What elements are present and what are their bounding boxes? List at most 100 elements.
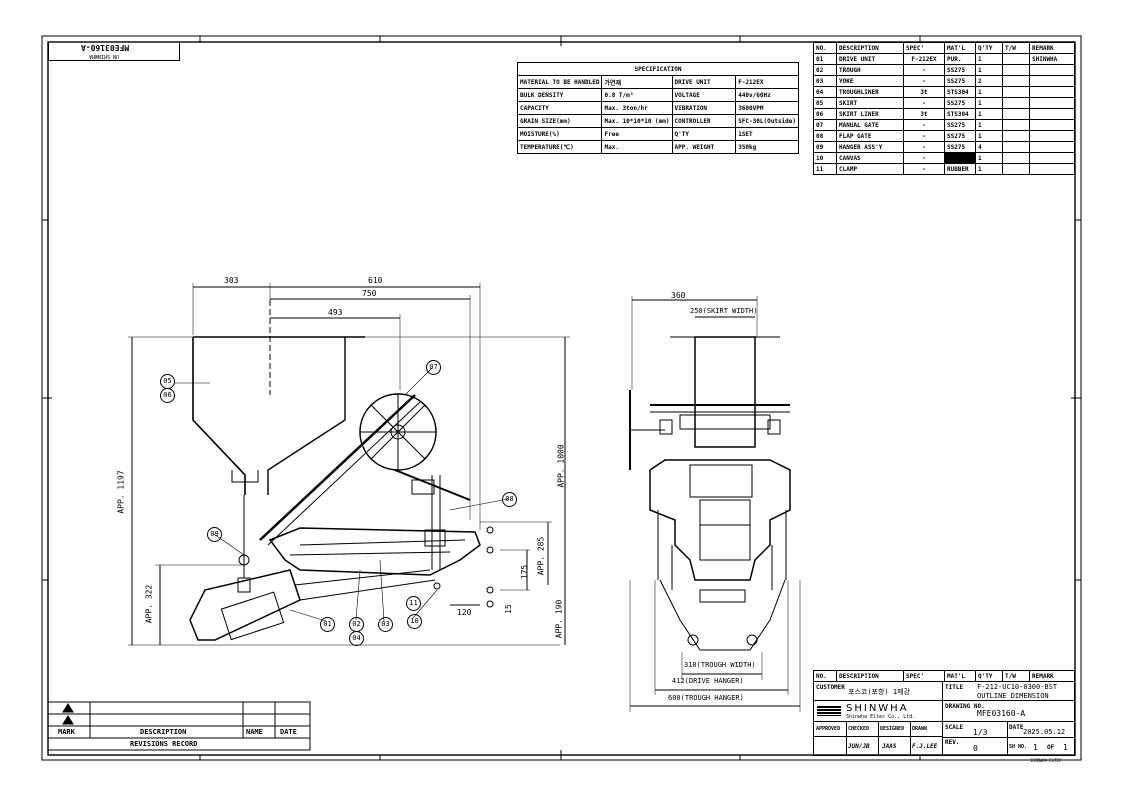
balloon-01: 01 <box>320 617 335 632</box>
parts-cell: 10 <box>813 152 837 164</box>
parts-cell: 1 <box>975 119 1003 131</box>
title-block: NO. DESCRIPTION SPEC' MAT'L Q'TY T/W REM… <box>813 670 1075 756</box>
balloon-09: 09 <box>207 527 222 542</box>
parts-cell: 2 <box>975 75 1003 87</box>
tb-scale: 1/3 <box>973 728 988 737</box>
parts-header: DESCRIPTION <box>836 42 904 54</box>
parts-cell: FLAP GATE <box>836 130 904 142</box>
parts-cell <box>1029 86 1075 98</box>
balloon-08: 08 <box>502 492 517 507</box>
tb-sig3: F.J.LEE <box>912 743 938 750</box>
tb-header: SPEC' <box>903 670 945 682</box>
spec-cell: 350kg <box>735 140 799 154</box>
tb-approved: APPROVED <box>816 726 841 732</box>
side-view <box>128 283 570 646</box>
balloon-07: 07 <box>426 360 441 375</box>
balloon-06: 06 <box>160 388 175 403</box>
spec-cell: 1SET <box>735 127 799 141</box>
parts-header: NO. <box>813 42 837 54</box>
parts-cell: - <box>903 163 945 175</box>
parts-cell: - <box>903 75 945 87</box>
balloon-02: 02 <box>349 617 364 632</box>
tb-header: MAT'L <box>944 670 976 682</box>
parts-cell <box>1002 86 1030 98</box>
parts-cell: 1 <box>975 130 1003 142</box>
rev-name-label: NAME <box>246 728 263 736</box>
parts-cell: 1 <box>975 97 1003 109</box>
tb-logo-cell: SHINWHA Shinwha Eltec Co., Ltd. <box>814 701 943 722</box>
parts-cell <box>1002 108 1030 120</box>
spec-cell: GRAIN SIZE(mm) <box>516 114 603 128</box>
dim-trough-width: 310(TROUGH WIDTH) <box>684 661 756 669</box>
balloon-11: 11 <box>406 596 421 611</box>
dim-app1197: APP. 1197 <box>116 470 126 514</box>
tb-scale-label: SCALE <box>945 724 964 731</box>
parts-cell: SS275 <box>944 119 976 131</box>
parts-header: T/W <box>1002 42 1030 54</box>
spec-cell: CONTROLLER <box>671 114 737 128</box>
parts-cell: CANVAS <box>836 152 904 164</box>
parts-cell: - <box>903 141 945 153</box>
dim-175: 175 <box>520 564 530 580</box>
tb-of: OF <box>1047 744 1055 751</box>
tb-title-line1: F-212-UC10-0300-BST <box>977 683 1058 691</box>
revision-block-lines <box>47 701 311 751</box>
dim-15: 15 <box>503 604 513 614</box>
tb-drawn: DRAWN <box>912 726 928 732</box>
balloon-04: 04 <box>349 631 364 646</box>
tb-header: REMARK <box>1029 670 1075 682</box>
dim-trough-hanger: 600(TROUGH HANGER) <box>668 694 744 702</box>
parts-cell <box>1002 141 1030 153</box>
parts-cell: SS275 <box>944 130 976 142</box>
tb-sig-col-line <box>878 722 879 755</box>
parts-cell: MANUAL GATE <box>836 119 904 131</box>
rev-description-label: DESCRIPTION <box>140 728 187 736</box>
tb-drawing-no-cell: DRAWING NO. MFE03160-A <box>943 701 1074 722</box>
zone-ticks <box>42 36 1081 760</box>
dim-app322: APP. 322 <box>144 584 154 624</box>
parts-cell: 06 <box>813 108 837 120</box>
parts-cell: F-212EX <box>903 53 945 65</box>
tb-header: NO. <box>813 670 837 682</box>
parts-cell <box>1029 152 1075 164</box>
spec-cell: DRIVE UNIT <box>671 75 737 89</box>
tb-title-line2: OUTLINE DIMENSION <box>977 692 1049 700</box>
parts-cell <box>1029 108 1075 120</box>
parts-cell <box>1002 163 1030 175</box>
company-logo <box>817 706 841 716</box>
parts-cell: 1 <box>975 86 1003 98</box>
parts-cell: 1 <box>975 64 1003 76</box>
parts-cell: 1 <box>975 152 1003 164</box>
parts-cell <box>1029 119 1075 131</box>
parts-cell: - <box>903 152 945 164</box>
parts-cell: - <box>903 64 945 76</box>
parts-cell: - <box>903 97 945 109</box>
spec-cell: CAPACITY <box>516 101 603 115</box>
parts-cell: HANGER ASS'Y <box>836 141 904 153</box>
tb-header: DESCRIPTION <box>836 670 904 682</box>
tb-drawing-no: MFE03160-A <box>977 709 1026 718</box>
tb-rev: 0 <box>973 744 978 753</box>
tb-title-cell: TITLE F-212-UC10-0300-BST OUTLINE DIMENS… <box>943 682 1074 701</box>
parts-cell: SS275 <box>944 64 976 76</box>
parts-cell: - <box>903 119 945 131</box>
tb-customer-cell: CUSTOMER 포스코(포항) 1제강 <box>814 682 943 701</box>
parts-cell <box>1002 64 1030 76</box>
parts-header: MAT'L <box>944 42 976 54</box>
parts-list-table: NO. DESCRIPTION SPEC' MAT'L Q'TY T/W REM… <box>813 42 1075 175</box>
spec-cell: APP. WEIGHT <box>671 140 737 154</box>
tb-body: CUSTOMER 포스코(포항) 1제강 TITLE F-212-UC10-03… <box>813 681 1075 756</box>
spec-cell: Max. 3ton/hr <box>601 101 673 115</box>
parts-cell <box>1029 97 1075 109</box>
rotated-subtitle: UN SHINWHA <box>89 53 120 59</box>
parts-cell: SKIRT LINER <box>836 108 904 120</box>
dim-app1000: APP. 1000 <box>556 444 566 488</box>
parts-cell <box>1029 75 1075 87</box>
tb-header: T/W <box>1002 670 1030 682</box>
parts-cell: RUBBER <box>944 163 976 175</box>
spec-cell: Max. 10*10*10 (mm) <box>601 114 673 128</box>
tb-sheet: 1 <box>1033 743 1038 752</box>
dim-303: 303 <box>224 276 239 285</box>
parts-cell: SS275 <box>944 141 976 153</box>
